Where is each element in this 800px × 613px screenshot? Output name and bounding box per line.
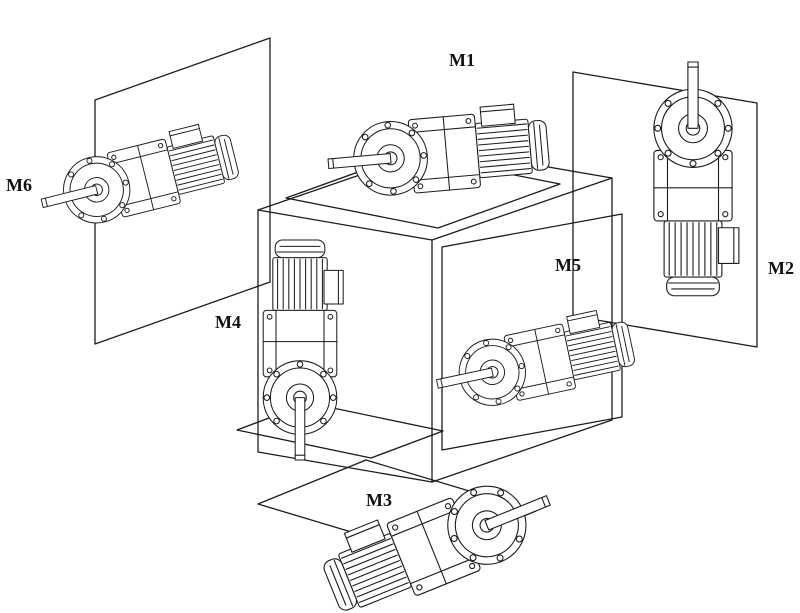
mounting-plane-m6 <box>94 37 271 345</box>
label-m5: M5 <box>555 255 581 275</box>
gearmotor-m4 <box>262 239 344 461</box>
labels: M1 M2 M3 M4 M5 M6 <box>6 50 794 510</box>
label-m1: M1 <box>449 50 475 70</box>
label-m3: M3 <box>366 490 392 510</box>
label-m4: M4 <box>215 312 241 332</box>
linework <box>32 37 758 613</box>
label-m2: M2 <box>768 258 794 278</box>
gearmotor-m6 <box>32 117 243 236</box>
gearmotor-m1 <box>324 101 552 201</box>
label-m6: M6 <box>6 175 32 195</box>
gearmotor-m2 <box>653 61 740 297</box>
